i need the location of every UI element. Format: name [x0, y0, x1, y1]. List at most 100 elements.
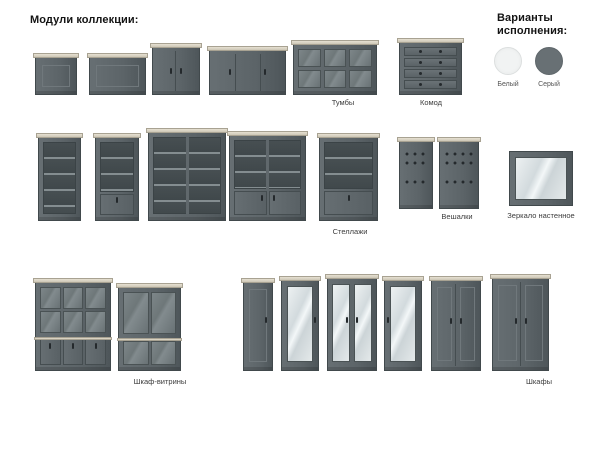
variant-swatch-gray[interactable]	[535, 47, 563, 75]
wood-top	[291, 40, 379, 45]
drawer-knob	[419, 61, 423, 64]
glass-pane	[323, 49, 347, 67]
wardrobe-mirror-single-2	[382, 276, 424, 371]
door-handle	[272, 195, 275, 201]
komod-chest	[397, 38, 464, 95]
drawer-knob	[419, 83, 423, 86]
drawer-knob	[419, 72, 423, 75]
door-divider	[260, 54, 262, 91]
group-label-tumby: Тумбы	[331, 98, 355, 107]
center-divider	[185, 137, 189, 214]
drawer	[404, 69, 457, 78]
door-panel	[249, 289, 267, 362]
counter-trim	[117, 338, 182, 341]
glass-pane	[40, 311, 61, 333]
wood-top	[227, 131, 308, 136]
door-handle	[260, 195, 263, 201]
door-handle	[265, 317, 267, 323]
glass-pane	[85, 287, 106, 309]
shelf-with-bottom-door	[317, 133, 380, 221]
door-handle	[514, 318, 517, 324]
glass-pane	[323, 70, 347, 88]
wardrobe-double	[429, 276, 483, 371]
door-panel	[498, 285, 517, 361]
vitrine-large	[33, 278, 113, 371]
hook-row	[444, 178, 475, 188]
door-divider	[234, 54, 236, 91]
glass-pane	[349, 70, 372, 88]
door-handle	[180, 68, 182, 74]
door-handle	[356, 317, 358, 323]
wood-top	[279, 276, 321, 281]
door-handle	[116, 197, 118, 203]
mirror-glass	[515, 157, 567, 200]
group-label-veshalki: Вешалки	[441, 212, 473, 221]
door-handle	[347, 195, 350, 201]
bottom-door-left	[234, 191, 267, 215]
glass-pane	[150, 292, 176, 334]
wood-top	[33, 278, 113, 283]
glass-pane	[40, 287, 61, 309]
glass-grid	[298, 49, 372, 88]
drawer-knob	[438, 61, 442, 64]
hook-row	[404, 150, 429, 169]
bench-wide	[87, 53, 148, 95]
door-panel	[524, 285, 543, 361]
group-label-zerkalo: Зеркало настенное	[507, 211, 575, 220]
door	[62, 339, 84, 365]
glass-pane	[123, 341, 149, 365]
drawer	[404, 47, 457, 56]
vitrine-small	[116, 283, 183, 371]
door-handle	[460, 318, 462, 324]
door	[85, 339, 106, 365]
variant-label-white: Белый	[497, 81, 519, 88]
glass-pane	[349, 49, 372, 67]
glass-pane	[123, 292, 149, 334]
bottom-door	[100, 194, 134, 215]
coat-rack-small	[397, 137, 435, 209]
glass-pane	[62, 287, 84, 309]
group-label-stellazhi: Стеллажи	[332, 227, 368, 236]
glass-door-row	[123, 341, 176, 365]
bottom-door	[324, 191, 373, 215]
wardrobe-mirror-double	[325, 274, 379, 371]
door-handle	[524, 318, 527, 324]
wood-top	[207, 46, 288, 51]
shelf-narrow-with-door	[93, 133, 141, 221]
wood-top-shelf	[397, 137, 435, 142]
door-row	[40, 339, 106, 365]
glass-grid	[123, 292, 176, 334]
variant-swatch-white[interactable]	[494, 47, 522, 75]
page-title: Модули коллекции:	[30, 14, 139, 26]
glass-pane	[150, 341, 176, 365]
door-divider	[519, 282, 521, 366]
wardrobe-narrow	[241, 278, 275, 371]
variant-label-gray: Серый	[538, 81, 560, 88]
wood-top	[317, 133, 380, 138]
counter-trim	[34, 337, 112, 340]
cabinet-wide	[207, 46, 288, 95]
drawer-knob	[438, 50, 442, 53]
door-handle	[49, 343, 52, 349]
bench-small	[33, 53, 79, 95]
wall-mirror	[509, 151, 573, 206]
door-handle	[450, 318, 452, 324]
group-label-komod: Комод	[419, 98, 443, 107]
coat-rack-wide	[437, 137, 481, 209]
cabinet-two-door	[150, 43, 202, 95]
drawer-knob	[438, 83, 442, 86]
hook-row	[444, 150, 475, 169]
wardrobe-mirror-single	[279, 276, 321, 371]
wood-top	[87, 53, 148, 58]
hook-row	[404, 178, 429, 188]
glass-pane	[62, 311, 84, 333]
wood-top	[429, 276, 483, 281]
door-divider	[175, 51, 176, 91]
door-panel	[437, 287, 452, 361]
wood-top	[33, 53, 79, 58]
door-handle	[71, 343, 74, 349]
wood-top	[490, 274, 551, 279]
mirror-door-left	[332, 284, 350, 362]
shelf-bay	[43, 142, 76, 214]
